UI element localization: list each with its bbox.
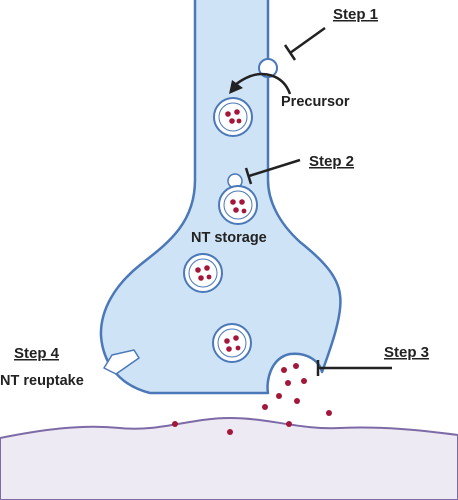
neurotransmitter-dot	[230, 199, 236, 205]
reuptake-transporter-icon	[103, 349, 140, 375]
neurotransmitter-dot	[286, 421, 292, 427]
neurotransmitter-dot	[281, 367, 287, 373]
step2-pointer	[244, 158, 301, 185]
precursor-arrowhead	[229, 80, 243, 94]
neurotransmitter-dot	[235, 345, 241, 351]
precursor-label: Precursor	[281, 94, 350, 110]
neurotransmitter-dot	[206, 274, 212, 280]
vesicle	[212, 323, 252, 363]
neurotransmitter-dot	[262, 404, 268, 410]
neurotransmitter-dot	[234, 109, 240, 115]
step2-label: Step 2	[309, 153, 354, 170]
neurotransmitter-dot	[226, 346, 232, 352]
neurotransmitter-dot	[239, 199, 245, 205]
nt-storage-label: NT storage	[191, 230, 267, 246]
neurotransmitter-dot	[204, 265, 210, 271]
released-neurotransmitters	[172, 363, 332, 435]
neurotransmitter-dot	[236, 118, 242, 124]
neurotransmitter-dot	[276, 393, 282, 399]
neurotransmitter-dot	[285, 380, 291, 386]
vesicle	[213, 97, 253, 137]
neurotransmitter-dot	[227, 429, 233, 435]
vesicle	[183, 253, 223, 293]
nt-reuptake-label: NT reuptake	[0, 373, 84, 389]
neurotransmitter-dot	[229, 118, 235, 124]
step3-pointer	[316, 360, 392, 376]
neurotransmitter-dot	[301, 378, 307, 384]
neurotransmitter-dot	[233, 207, 239, 213]
postsynaptic-membrane	[0, 416, 458, 500]
neurotransmitter-dot	[326, 410, 332, 416]
neurotransmitter-dot	[198, 275, 204, 281]
neurotransmitter-dot	[294, 398, 300, 404]
neurotransmitter-dot	[293, 363, 299, 369]
step1-label: Step 1	[333, 6, 378, 23]
neurotransmitter-dot	[225, 111, 231, 117]
precursor-molecule	[258, 58, 278, 78]
step1-pointer	[283, 26, 326, 61]
neurotransmitter-dot	[172, 421, 178, 427]
neurotransmitter-dot	[195, 267, 201, 273]
step3-label: Step 3	[384, 344, 429, 361]
vesicle	[218, 185, 258, 225]
neurotransmitter-dot	[233, 335, 239, 341]
step4-label: Step 4	[14, 345, 60, 362]
neurotransmitter-dot	[224, 338, 230, 344]
neurotransmitter-dot	[241, 208, 247, 214]
